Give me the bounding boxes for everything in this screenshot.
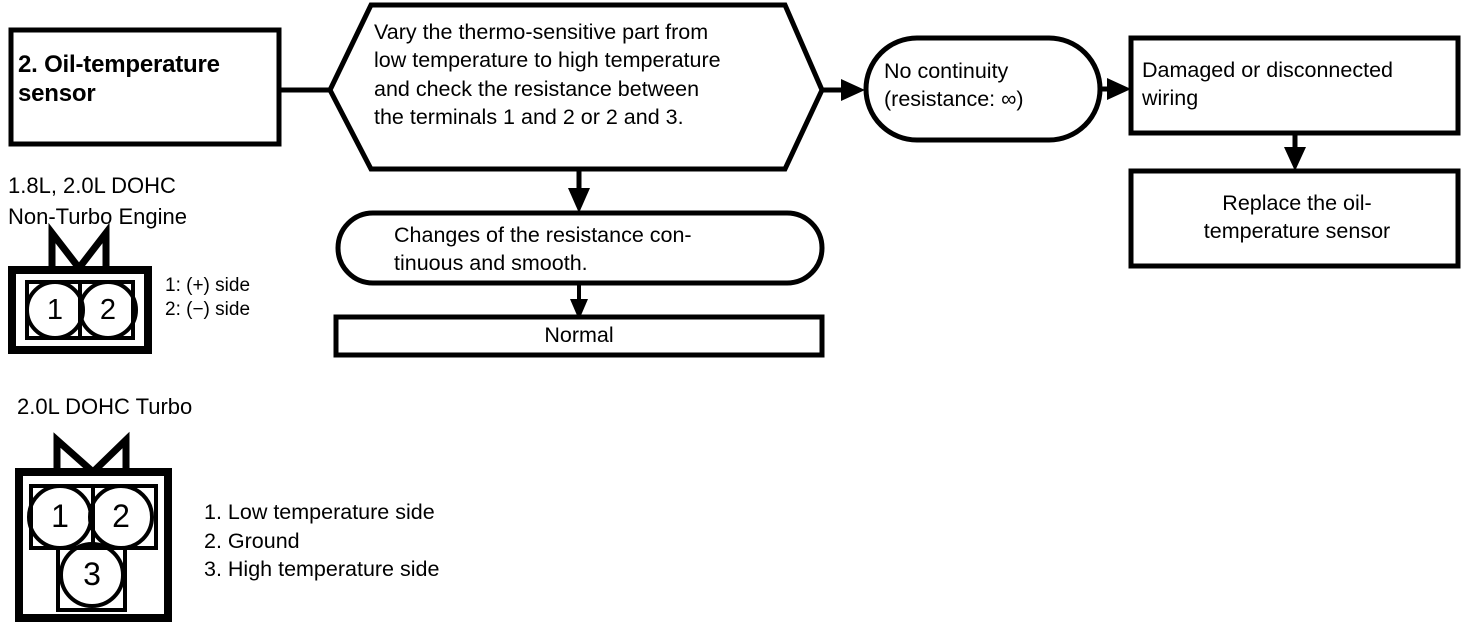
arrow-damaged-wiring-to-replace-sensor: [1284, 133, 1306, 171]
two-pin-connector-illustration: [8, 222, 152, 354]
two-pin-connector-caption: 1.8L, 2.0L DOHC Non-Turbo Engine: [8, 173, 187, 230]
three-pin-connector-legend: 1. Low temperature side 2. Ground 3. Hig…: [204, 500, 440, 582]
oil-temperature-sensor-label: 2. Oil-temperature sensor: [18, 51, 220, 108]
three-pin-connector-illustration: [15, 431, 172, 622]
arrow-process-to-changes: [568, 169, 590, 213]
two-pin-connector-legend: 1: (+) side 2: (−) side: [165, 275, 251, 321]
three-pin-terminal-2: [88, 484, 154, 550]
three-pin-terminal-1-number: 1: [51, 498, 69, 534]
changes-resistance-label: Changes of the resistance con- tinuous a…: [394, 223, 692, 275]
arrow-no-continuity-to-damaged-wiring: [1100, 78, 1131, 100]
damaged-wiring-label: Damaged or disconnected wiring: [1142, 58, 1393, 110]
arrow-changes-to-normal: [570, 283, 588, 320]
replace-sensor-label: Replace the oil- temperature sensor: [1203, 191, 1391, 243]
three-pin-terminal-3-number: 3: [83, 556, 101, 592]
two-pin-terminal-2: [78, 280, 138, 340]
two-pin-terminal-1: [25, 280, 85, 340]
normal-label: Normal: [544, 323, 614, 347]
three-pin-connector-caption: 2.0L DOHC Turbo: [17, 394, 193, 419]
replace-sensor-box[interactable]: [1128, 168, 1461, 269]
three-pin-terminal-2-number: 2: [112, 498, 130, 534]
two-pin-terminal-1-number: 1: [46, 294, 64, 326]
vary-thermo-sensitive-label: Vary the thermo-sensitive part from low …: [374, 20, 721, 130]
two-pin-terminal-2-number: 2: [99, 294, 117, 326]
oil-temperature-sensor-box[interactable]: [8, 27, 282, 147]
normal-box[interactable]: [333, 314, 825, 358]
no-continuity-label: No continuity (resistance: ∞): [884, 59, 1024, 111]
arrow-process-to-no-continuity: [820, 79, 865, 101]
three-pin-terminal-3: [59, 542, 125, 608]
